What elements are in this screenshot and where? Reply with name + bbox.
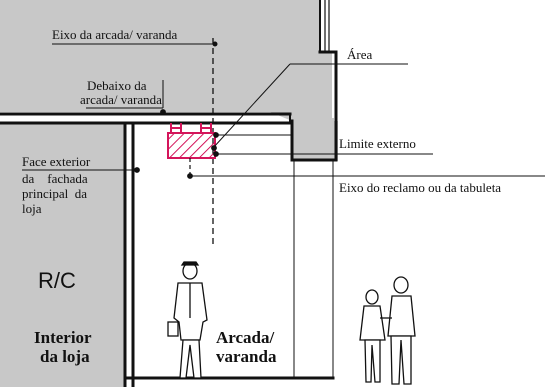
label-area: Área <box>347 47 372 62</box>
label-eixo-reclamo: Eixo do reclamo ou da tabuleta <box>339 180 501 195</box>
leader-lines <box>22 41 545 179</box>
label-face-line3: principal da <box>22 186 87 201</box>
label-face-line2: da fachada <box>22 171 88 186</box>
label-arcada-line1: Arcada/ <box>216 328 275 347</box>
upper-floor-block <box>0 0 320 112</box>
column-upper <box>320 52 332 118</box>
label-rc: R/C <box>38 268 76 293</box>
label-limite-externo: Limite externo <box>339 136 416 151</box>
slab-edge-block <box>292 118 334 160</box>
label-arcada-line2: varanda <box>216 347 277 366</box>
shop-interior-wall <box>0 124 125 387</box>
building-outlines <box>0 0 338 389</box>
label-face-line4: loja <box>22 201 42 216</box>
couple-figure <box>359 276 416 385</box>
label-debaixo-line1: Debaixo da <box>87 78 147 93</box>
label-face-line1: Face exterior <box>22 154 91 169</box>
label-eixo-arcada: Eixo da arcada/ varanda <box>52 27 177 42</box>
sign-board <box>167 123 216 176</box>
label-debaixo-line2: arcada/ varanda <box>80 92 162 107</box>
man-with-briefcase-figure <box>167 261 208 379</box>
label-interior-line2: da loja <box>40 347 90 366</box>
label-interior-line1: Interior <box>34 328 92 347</box>
